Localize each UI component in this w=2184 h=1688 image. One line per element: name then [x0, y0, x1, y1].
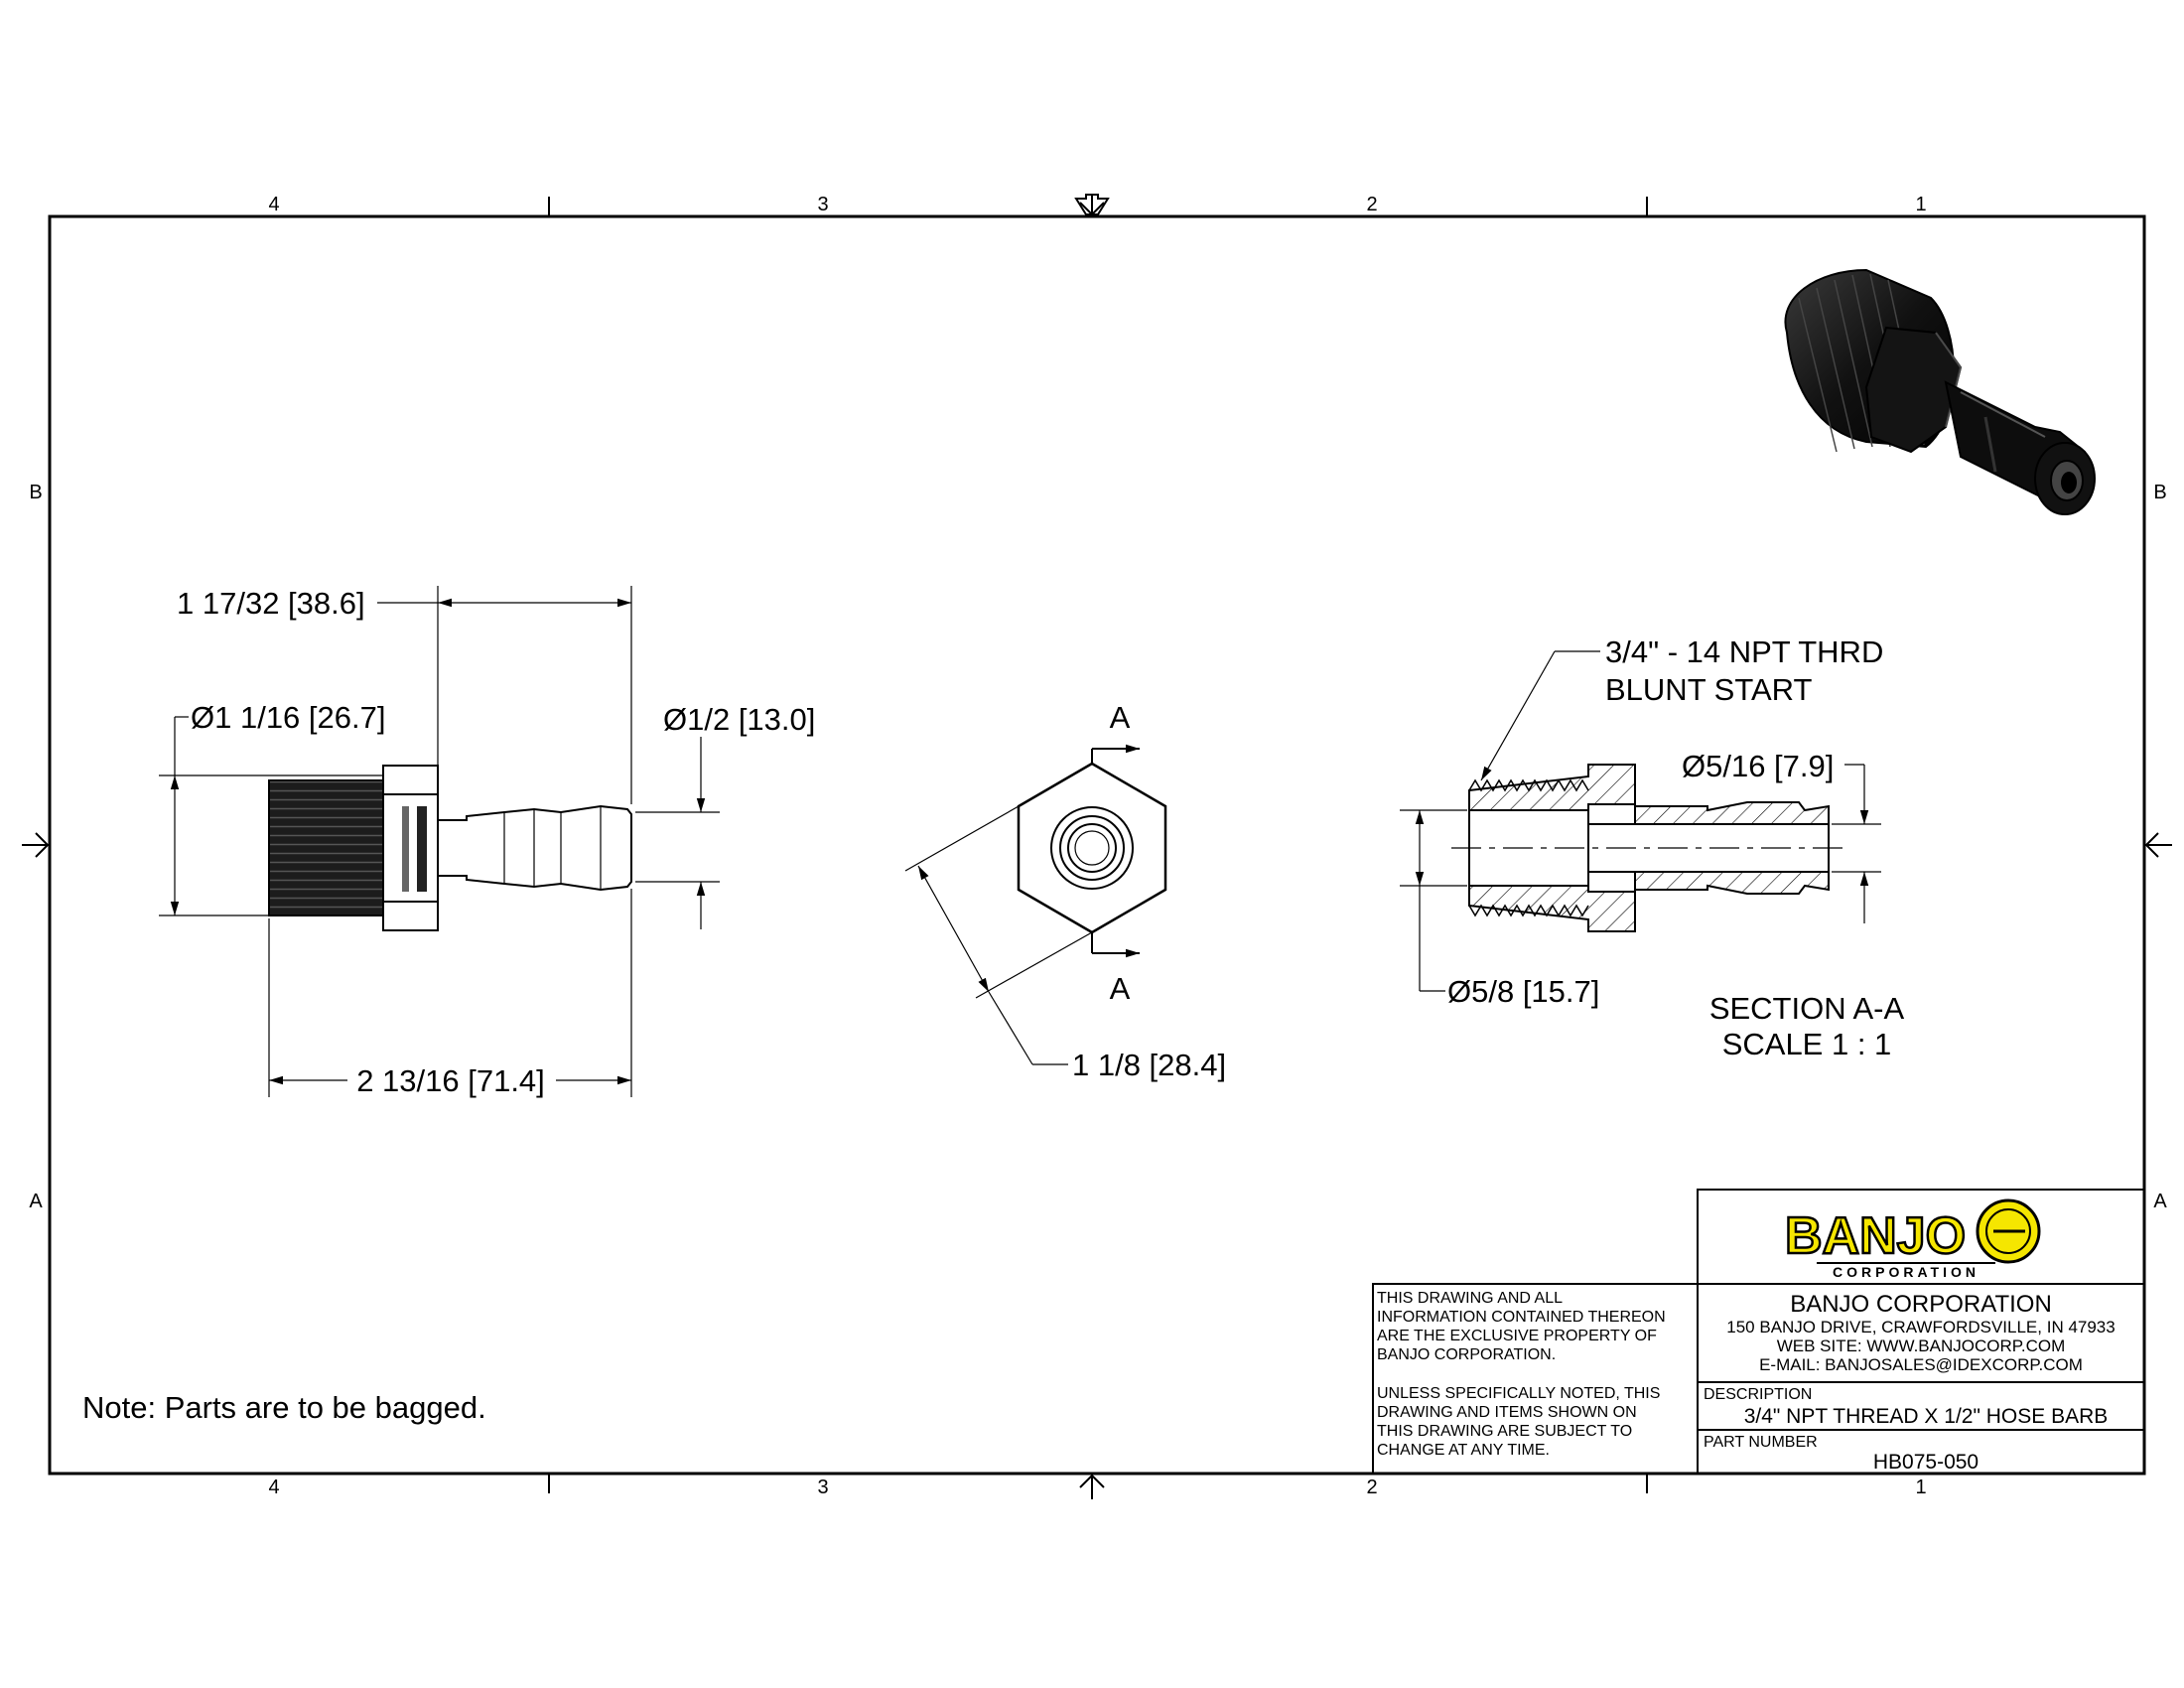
property-notice: THIS DRAWING AND ALL INFORMATION CONTAIN…: [1377, 1290, 1666, 1363]
svg-text:INFORMATION CONTAINED THEREON: INFORMATION CONTAINED THEREON: [1377, 1309, 1666, 1326]
svg-text:DRAWING AND ITEMS SHOWN ON: DRAWING AND ITEMS SHOWN ON: [1377, 1404, 1637, 1421]
zone-labels: 4 3 2 1 4 3 2 1 B A B A: [29, 194, 2167, 1498]
description-label: DESCRIPTION: [1704, 1386, 1812, 1403]
section-title: SECTION A-A: [1709, 991, 1905, 1026]
dim-overall-length: 2 13/16 [71.4]: [356, 1063, 545, 1098]
zone-col-top: 2: [1366, 194, 1377, 215]
company-website: WEB SITE: WWW.BANJOCORP.COM: [1777, 1336, 2066, 1355]
center-mark-left: [22, 832, 50, 858]
zone-col-bottom: 1: [1915, 1477, 1926, 1498]
dim-length-hex-to-end: 1 17/32 [38.6]: [177, 586, 365, 621]
company-name: BANJO CORPORATION: [1790, 1291, 2052, 1318]
thread-section: [268, 779, 384, 916]
zone-row-right: A: [2153, 1191, 2167, 1212]
dim-bore-small: Ø5/16 [7.9]: [1682, 749, 1834, 783]
hex-outline: [1017, 762, 1167, 934]
drawing-note: Note: Parts are to be bagged.: [82, 1390, 486, 1425]
dim-thread-dia: Ø1 1/16 [26.7]: [191, 700, 385, 735]
zone-col-top: 4: [268, 194, 279, 215]
dim-bore-large: Ø5/8 [15.7]: [1447, 974, 1599, 1009]
svg-text:ARE THE EXCLUSIVE PROPERTY OF: ARE THE EXCLUSIVE PROPERTY OF: [1377, 1328, 1657, 1344]
part-number-value: HB075-050: [1873, 1451, 1979, 1474]
part-number-label: PART NUMBER: [1704, 1434, 1818, 1451]
description-value: 3/4" NPT THREAD X 1/2" HOSE BARB: [1744, 1405, 2109, 1428]
zone-row-left: B: [29, 482, 42, 503]
side-view: 1 17/32 [38.6] Ø1 1/16 [26.7] Ø1/2 [13.0…: [159, 586, 815, 1098]
center-mark-bottom: [1079, 1474, 1105, 1499]
svg-text:THIS DRAWING AND ALL: THIS DRAWING AND ALL: [1377, 1290, 1563, 1307]
section-scale: SCALE 1 : 1: [1722, 1027, 1892, 1061]
svg-text:UNLESS SPECIFICALLY NOTED, THI: UNLESS SPECIFICALLY NOTED, THIS: [1377, 1385, 1660, 1402]
thread-spec-line1: 3/4" - 14 NPT THRD: [1605, 634, 1883, 669]
hex-section: [382, 765, 439, 931]
banjo-logo: BANJO CORPORATION: [1784, 1198, 2041, 1280]
dim-barb-dia: Ø1/2 [13.0]: [663, 702, 815, 737]
zone-col-bottom: 4: [268, 1477, 279, 1498]
hex-text-marking: [402, 806, 427, 892]
title-block: BANJO CORPORATION BANJO CORPORATION 150 …: [1372, 1189, 2145, 1475]
zone-col-top: 3: [817, 194, 828, 215]
section-marker-bottom: A: [1110, 971, 1131, 1006]
logo-subtext: CORPORATION: [1833, 1264, 1979, 1280]
isometric-view: [1784, 268, 2096, 515]
svg-text:BANJO CORPORATION.: BANJO CORPORATION.: [1377, 1346, 1556, 1363]
change-notice: UNLESS SPECIFICALLY NOTED, THIS DRAWING …: [1377, 1385, 1660, 1459]
zone-row-left: A: [29, 1191, 43, 1212]
zone-col-bottom: 3: [817, 1477, 828, 1498]
dim-hex-flats: 1 1/8 [28.4]: [1072, 1048, 1226, 1082]
zone-row-right: B: [2153, 482, 2166, 503]
zone-col-top: 1: [1915, 194, 1926, 215]
thread-spec-line2: BLUNT START: [1605, 672, 1812, 707]
svg-text:CHANGE AT ANY TIME.: CHANGE AT ANY TIME.: [1377, 1442, 1550, 1459]
company-email: E-MAIL: BANJOSALES@IDEXCORP.COM: [1759, 1355, 2083, 1374]
svg-text:THIS DRAWING ARE SUBJECT TO: THIS DRAWING ARE SUBJECT TO: [1377, 1423, 1632, 1440]
section-view: 3/4" - 14 NPT THRD BLUNT START Ø5/16 [7.…: [1400, 634, 1905, 1061]
section-marker-top: A: [1110, 700, 1131, 735]
logo-text: BANJO: [1785, 1207, 1966, 1265]
zone-col-bottom: 2: [1366, 1477, 1377, 1498]
end-view: A A 1 1/8 [28.4]: [904, 700, 1226, 1082]
company-address: 150 BANJO DRIVE, CRAWFORDSVILLE, IN 4793…: [1726, 1318, 2115, 1336]
center-mark-top: [1074, 194, 1110, 215]
sheet-border: [22, 194, 2172, 1499]
center-mark-right: [2144, 832, 2172, 858]
